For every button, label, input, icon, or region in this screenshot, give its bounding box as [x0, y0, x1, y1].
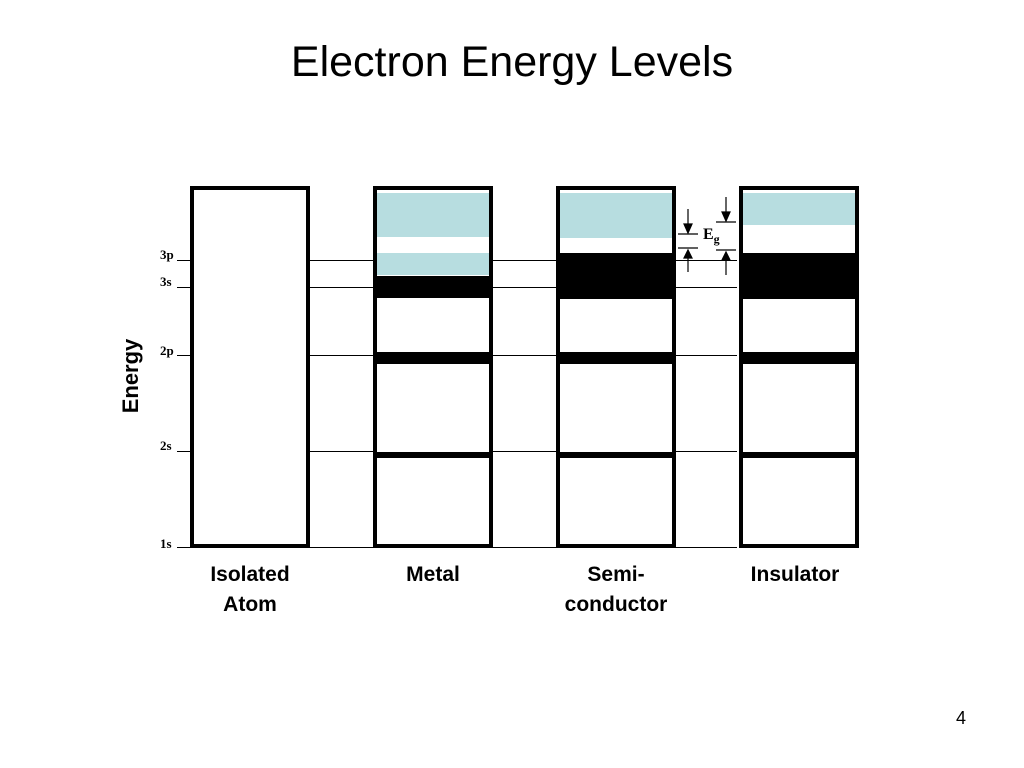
metal-box [373, 186, 493, 548]
band-gap-symbol: E [703, 226, 714, 243]
metal-filled-band-3s [377, 276, 489, 298]
insulator-filled-band-2p [743, 352, 855, 364]
semiconductor-valence-band [560, 253, 672, 299]
column-label-isolated-atom: Isolated Atom [210, 563, 290, 616]
level-label-3s: 3s [160, 274, 172, 289]
gap-arrowhead-up-left [683, 248, 693, 259]
gap-arrowhead-up-right [721, 250, 731, 261]
band-gap-label: Eg [703, 226, 720, 247]
metal-empty-band-upper [377, 193, 489, 237]
metal-filled-band-2s [377, 452, 489, 458]
semiconductor-box [556, 186, 676, 548]
gap-arrowhead-down-left [683, 223, 693, 235]
level-label-2p: 2p [160, 343, 174, 358]
insulator-box [739, 186, 859, 548]
column-label-metal: Metal [406, 563, 460, 586]
level-label-2s: 2s [160, 438, 172, 453]
level-label-3p: 3p [160, 247, 174, 262]
column-label-insulator: Insulator [750, 563, 840, 586]
isolated-atom-box [190, 186, 310, 548]
insulator-valence-band [743, 253, 855, 299]
level-label-1s: 1s [160, 536, 172, 551]
semiconductor-filled-band-2s [560, 452, 672, 458]
column-label-semiconductor: Semi- conductor [564, 563, 668, 616]
semiconductor-filled-band-2p [560, 352, 672, 364]
semiconductor-conduction-band [560, 193, 672, 238]
band-gap-subscript: g [713, 232, 720, 247]
metal-empty-band-lower [377, 253, 489, 275]
page-number: 4 [955, 708, 966, 728]
slide-title: Electron Energy Levels [290, 38, 734, 86]
gap-arrowhead-down-right [721, 211, 731, 223]
metal-filled-band-2p [377, 352, 489, 364]
insulator-conduction-band [743, 193, 855, 225]
insulator-filled-band-2s [743, 452, 855, 458]
